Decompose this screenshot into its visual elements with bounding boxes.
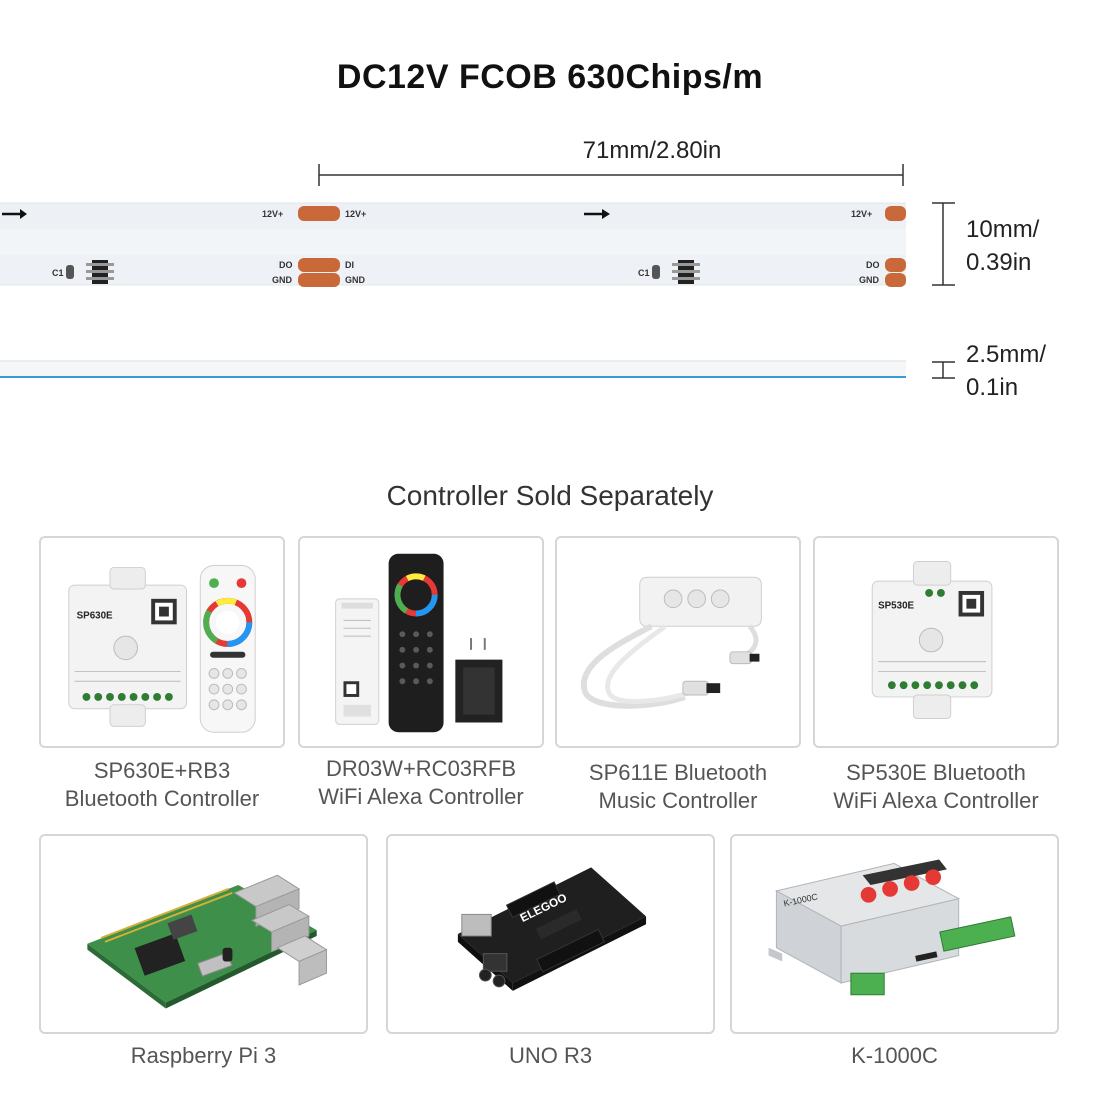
pad-label-12v: 12V+ <box>851 209 872 219</box>
caption-line-1: SP611E Bluetooth <box>588 760 768 785</box>
capacitor <box>652 265 660 279</box>
controller-card-sp611e[interactable] <box>555 536 801 748</box>
pad-label-12v: 12V+ <box>262 209 283 219</box>
caption-dr03w: DR03W+RC03RFB WiFi Alexa Controller <box>289 755 553 811</box>
width-dimension-label: 10mm/ 0.39in <box>966 213 1039 279</box>
sp611e-controller-image <box>580 576 762 709</box>
pad-label-gnd: GND <box>859 275 880 285</box>
sp530e-controller-image: SP530E <box>871 561 993 720</box>
pad-label-gnd: GND <box>272 275 293 285</box>
thickness-dimension-mm: 2.5mm/ <box>966 341 1047 368</box>
controller-card-k1000c[interactable]: K-1000C <box>730 834 1059 1034</box>
strip-bottom-band <box>0 255 906 285</box>
controllers-heading: Controller Sold Separately <box>386 480 714 511</box>
solder-pad <box>298 273 340 287</box>
direction-arrow-icon <box>2 209 27 219</box>
solder-pad <box>298 206 340 221</box>
caption-line-1: SP630E+RB3 <box>93 758 231 783</box>
caption-line-1: SP530E Bluetooth <box>846 760 1026 785</box>
sp530e-device-label: SP530E <box>878 601 914 612</box>
length-dimension-label: 71mm/2.80in <box>583 137 722 164</box>
caption-line-2: Bluetooth Controller <box>64 786 260 811</box>
controller-card-raspberry-pi[interactable] <box>39 834 368 1034</box>
solder-pad <box>885 273 906 287</box>
caption-line-1: Raspberry Pi 3 <box>130 1043 277 1068</box>
caption-line-2: WiFi Alexa Controller <box>833 788 1039 813</box>
uno-r3-board-image: ELEGOO <box>457 867 647 991</box>
raspberry-pi-board-image <box>87 874 328 1009</box>
solder-pad <box>885 206 906 221</box>
sp630e-device-label: SP630E <box>77 610 113 621</box>
caption-sp630e: SP630E+RB3 Bluetooth Controller <box>30 757 294 813</box>
caption-line-1: K-1000C <box>851 1043 938 1068</box>
dr03w-controller-image <box>335 553 503 733</box>
controller-card-uno-r3[interactable]: ELEGOO <box>386 834 715 1034</box>
controller-card-dr03w[interactable] <box>298 536 544 748</box>
component-label-c1: C1 <box>638 268 650 278</box>
direction-arrow-icon <box>584 209 610 219</box>
solder-pad <box>885 258 906 272</box>
ic-chip <box>86 260 114 284</box>
capacitor <box>66 265 74 279</box>
caption-line-1: UNO R3 <box>508 1043 593 1068</box>
width-dimension-mm: 10mm/ <box>966 216 1040 243</box>
caption-sp611e: SP611E Bluetooth Music Controller <box>546 759 810 815</box>
pad-label-gnd: GND <box>345 275 366 285</box>
strip-top-band <box>0 203 906 229</box>
strip-side-view <box>0 360 906 376</box>
component-label-c1: C1 <box>52 268 64 278</box>
controller-card-sp630e[interactable]: SP630E <box>39 536 285 748</box>
led-strip-diagram: 71mm/2.80in 12V+ 12V+ DO DI GND GND 12V+… <box>0 137 955 379</box>
caption-uno-r3: UNO R3 <box>377 1042 724 1070</box>
pad-label-do: DO <box>279 260 293 270</box>
caption-k1000c: K-1000C <box>721 1042 1068 1070</box>
pad-label-do: DO <box>866 260 880 270</box>
pad-label-12v: 12V+ <box>345 209 366 219</box>
width-dimension-in: 0.39in <box>966 249 1032 276</box>
sp630e-controller-image: SP630E <box>68 564 256 733</box>
caption-sp530e: SP530E Bluetooth WiFi Alexa Controller <box>804 759 1068 815</box>
caption-line-2: WiFi Alexa Controller <box>318 784 524 809</box>
ic-chip <box>672 260 700 284</box>
controller-card-sp530e[interactable]: SP530E <box>813 536 1059 748</box>
caption-line-1: DR03W+RC03RFB <box>325 756 517 781</box>
caption-line-2: Music Controller <box>598 788 758 813</box>
pad-label-di: DI <box>345 260 354 270</box>
solder-pad <box>298 258 340 272</box>
thickness-dimension-label: 2.5mm/ 0.1in <box>966 338 1046 404</box>
k1000c-controller-image: K-1000C <box>768 859 1016 996</box>
caption-raspberry-pi: Raspberry Pi 3 <box>30 1042 377 1070</box>
thickness-dimension-in: 0.1in <box>966 374 1019 401</box>
page-title: DC12V FCOB 630Chips/m <box>336 58 764 96</box>
